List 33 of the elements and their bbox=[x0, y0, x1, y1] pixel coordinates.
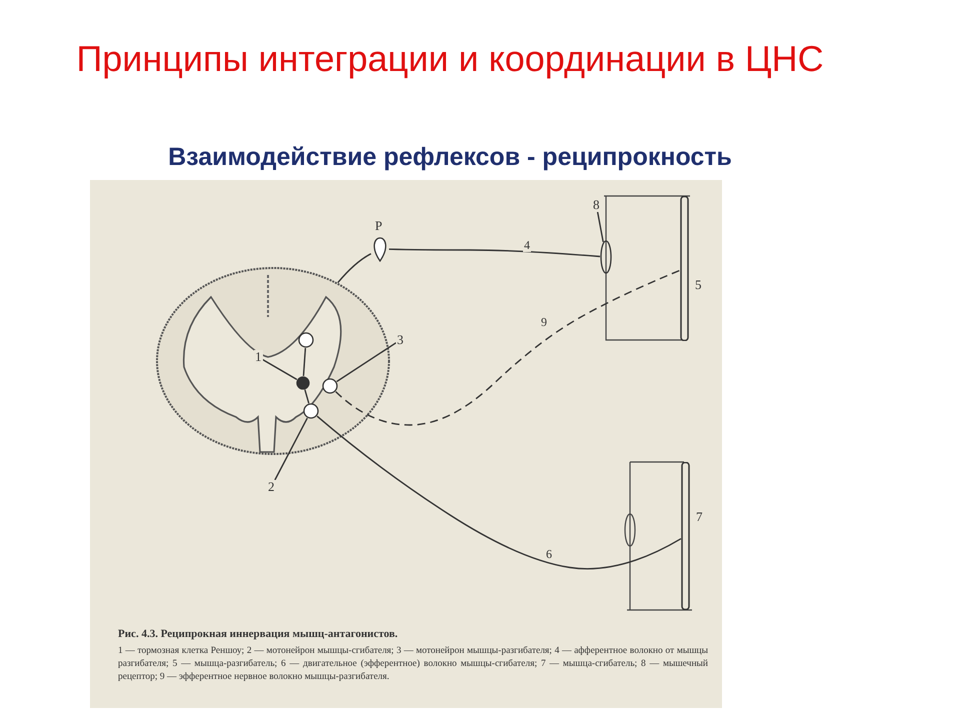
muscle-bar bbox=[680, 196, 689, 341]
leader-line bbox=[596, 212, 604, 242]
figure-caption: Рис. 4.3. Реципрокная иннервация мышц-антагонистов. bbox=[118, 628, 399, 640]
callout-number: 1 bbox=[254, 350, 262, 364]
ganglion-drawing bbox=[371, 236, 389, 262]
receptor-spindle bbox=[600, 240, 612, 274]
nerve-fiber bbox=[335, 270, 680, 426]
edge-label: 4 bbox=[523, 239, 531, 252]
leader-line bbox=[336, 342, 396, 382]
spinal-cord-drawing bbox=[156, 267, 390, 455]
nerve-fiber bbox=[388, 248, 600, 258]
muscle-bar bbox=[681, 462, 690, 610]
subtitle: Взаимодействие рефлексов - реципрокность bbox=[167, 143, 733, 172]
part-label: Р bbox=[374, 219, 384, 233]
callout-number: 3 bbox=[396, 333, 404, 347]
callout-number: 2 bbox=[267, 480, 276, 494]
callout-number: 8 bbox=[592, 198, 600, 212]
edge-label: 6 bbox=[545, 548, 553, 561]
neuron-circle bbox=[296, 376, 310, 390]
part-label: 7 bbox=[695, 510, 704, 524]
nerve-fiber bbox=[316, 416, 682, 570]
neuron-circle bbox=[322, 378, 338, 394]
title: Принципы интеграции и координации в ЦНС bbox=[75, 37, 825, 81]
leader-line bbox=[262, 358, 298, 380]
legend-text: 1 — тормозная клетка Реншоу; 2 — мотонейрон мышцы-сгибателя; 3 — мотонейрон мышцы-разгибателя; 4 — афферентное волокно от мышцы разгибателя; 5 — мышца-разгибатель; 6 — двигательное (эфферентное) волокно мышцы-сгибателя; 7 — мышца-сгибатель; 8 — мышечный рецептор; 9 — эфферентное нервное волокно мышцы-разгибателя. bbox=[118, 645, 708, 684]
neuron-circle bbox=[298, 332, 314, 348]
nerve-fiber bbox=[304, 390, 310, 404]
nerve-fiber bbox=[337, 253, 372, 284]
edge-label: 9 bbox=[540, 316, 548, 329]
neuron-circle bbox=[303, 403, 319, 419]
leader-line bbox=[274, 418, 308, 480]
nerve-fiber bbox=[302, 348, 306, 376]
part-label: 5 bbox=[694, 278, 702, 292]
